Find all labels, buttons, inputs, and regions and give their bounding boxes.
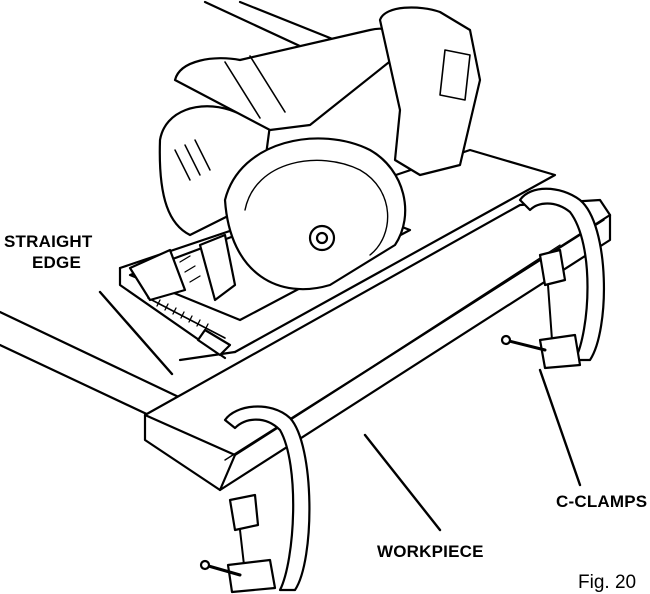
- c-clamps-label: C-CLAMPS: [556, 492, 647, 512]
- figure-caption: Fig. 20: [578, 572, 636, 594]
- workpiece-label: WORKPIECE: [377, 542, 484, 562]
- leader-c-clamps: [540, 370, 580, 485]
- leader-workpiece: [365, 435, 440, 530]
- straight-edge-label-line1: STRAIGHT: [4, 232, 92, 252]
- straight-edge-label-line2: EDGE: [32, 253, 81, 273]
